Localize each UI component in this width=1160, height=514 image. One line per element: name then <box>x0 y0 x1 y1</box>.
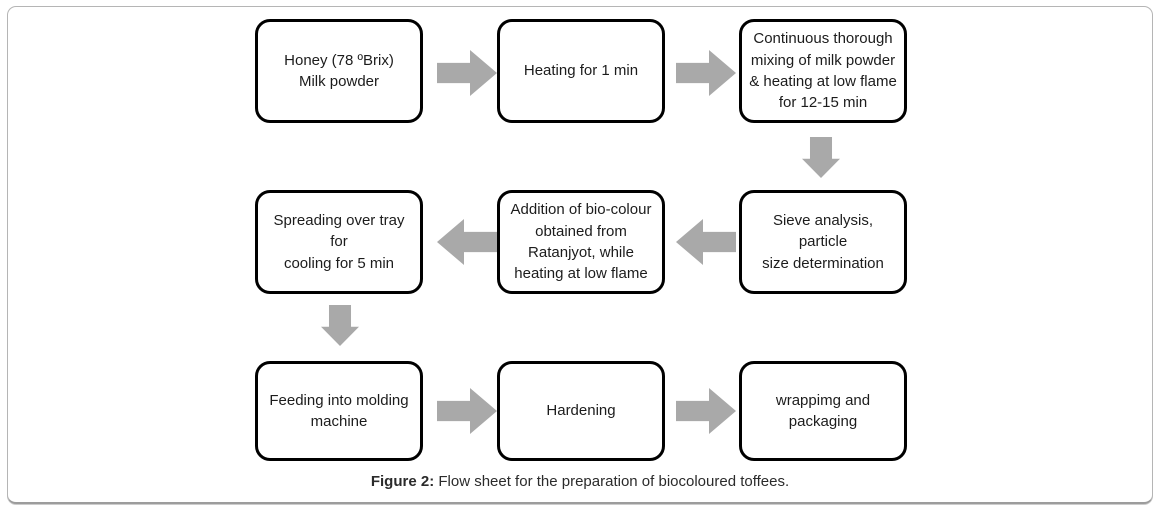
flow-box-feeding: Feeding into molding machine <box>255 361 423 461</box>
flow-box-wrapping: wrappimg and packaging <box>739 361 907 461</box>
flow-box-sieve-analysis: Sieve analysis, particle size determinat… <box>739 190 907 294</box>
flow-box-bio-colour-addition: Addition of bio-colour obtained from Rat… <box>497 190 665 294</box>
figure-caption-text: Flow sheet for the preparation of biocol… <box>434 473 790 490</box>
figure-caption: Figure 2: Flow sheet for the preparation… <box>0 473 1160 490</box>
flow-box-ingredients: Honey (78 ºBrix) Milk powder <box>255 19 423 123</box>
figure-caption-label: Figure 2: <box>370 473 435 490</box>
flow-box-mixing: Continuous thorough mixing of milk powde… <box>739 19 907 123</box>
flow-box-spreading: Spreading over tray for cooling for 5 mi… <box>255 190 423 294</box>
flow-box-heating: Heating for 1 min <box>497 19 665 123</box>
flow-box-hardening: Hardening <box>497 361 665 461</box>
